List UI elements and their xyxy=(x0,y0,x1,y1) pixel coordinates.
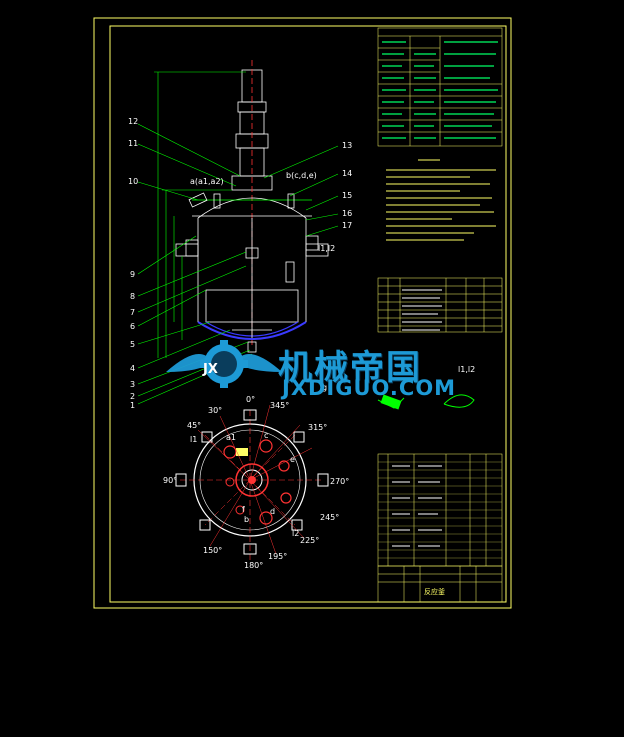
parts-list-rows xyxy=(378,461,502,559)
callout-7: 7 xyxy=(130,308,135,317)
angle-245: 245° xyxy=(320,513,339,522)
parts-list-text xyxy=(392,465,442,547)
angle-0: 0° xyxy=(246,395,255,404)
plan-view-angle-labels: 0° 30° 45° 90° 150° 180° 195° 225° 245° … xyxy=(163,395,349,570)
callout-g: g xyxy=(322,383,327,392)
elevation-view xyxy=(175,60,329,353)
watermark-logo xyxy=(166,340,282,388)
callout-l1-l2: l1,l2 xyxy=(318,244,335,253)
nozzle-table xyxy=(377,277,503,333)
angle-270: 270° xyxy=(330,477,349,486)
callout-17: 17 xyxy=(342,221,352,230)
nozzle-d: d xyxy=(270,507,275,516)
nozzle-l2: l2 xyxy=(292,529,299,538)
callout-16: 16 xyxy=(342,209,352,218)
callout-10: 10 xyxy=(128,177,138,186)
angle-345: 345° xyxy=(270,401,289,410)
callout-14: 14 xyxy=(342,169,352,178)
elevation-callouts-right: 13 14 15 16 17 a(a1,a2) b(c,d,e) l1,l2 g… xyxy=(190,141,475,392)
technical-spec-text xyxy=(382,41,498,139)
callout-8: 8 xyxy=(130,292,135,301)
callout-b: b(c,d,e) xyxy=(286,171,317,180)
callout-12: 12 xyxy=(128,117,138,126)
angle-45: 45° xyxy=(187,421,201,430)
title-block xyxy=(377,565,503,603)
plan-view-nozzle-labels: l1 l2 a1 c e f d b xyxy=(190,431,299,538)
nozzle-f: f xyxy=(242,505,245,514)
nozzle-e: e xyxy=(290,455,295,464)
angle-150: 150° xyxy=(203,546,222,555)
title-block-title: 反应釜 xyxy=(424,587,445,596)
callout-9: 9 xyxy=(130,270,135,279)
angle-225: 225° xyxy=(300,536,319,545)
callout-2: 2 xyxy=(130,392,135,401)
nozzle-a1: a1 xyxy=(226,433,236,442)
elevation-callouts-left: 12 11 10 9 8 7 6 5 4 3 2 1 xyxy=(128,117,138,410)
callout-6: 6 xyxy=(130,322,135,331)
nozzle-c: c xyxy=(264,431,268,440)
callout-4: 4 xyxy=(130,364,135,373)
angle-30: 30° xyxy=(208,406,222,415)
nozzle-table-text xyxy=(402,289,442,331)
inner-frame xyxy=(109,25,507,603)
callout-5: 5 xyxy=(130,340,135,349)
callout-11: 11 xyxy=(128,139,138,148)
outer-frame xyxy=(93,17,512,609)
nozzle-b: b xyxy=(244,515,249,524)
callout-1: 1 xyxy=(130,401,135,410)
technical-spec-table xyxy=(377,27,503,147)
callout-15: 15 xyxy=(342,191,352,200)
detail-sketches xyxy=(377,394,475,410)
angle-90: 90° xyxy=(163,476,177,485)
angle-195: 195° xyxy=(268,552,287,561)
callout-3: 3 xyxy=(130,380,135,389)
angle-180: 180° xyxy=(244,561,263,570)
nozzle-l1: l1 xyxy=(190,435,197,444)
plan-view xyxy=(175,404,329,560)
angle-315: 315° xyxy=(308,423,327,432)
callout-a: a(a1,a2) xyxy=(190,177,224,186)
elevation-dimensions xyxy=(154,71,246,358)
technical-requirements-notes xyxy=(386,159,496,241)
callout-13: 13 xyxy=(342,141,352,150)
callout-l1-l2-watermark: l1,l2 xyxy=(458,365,475,374)
